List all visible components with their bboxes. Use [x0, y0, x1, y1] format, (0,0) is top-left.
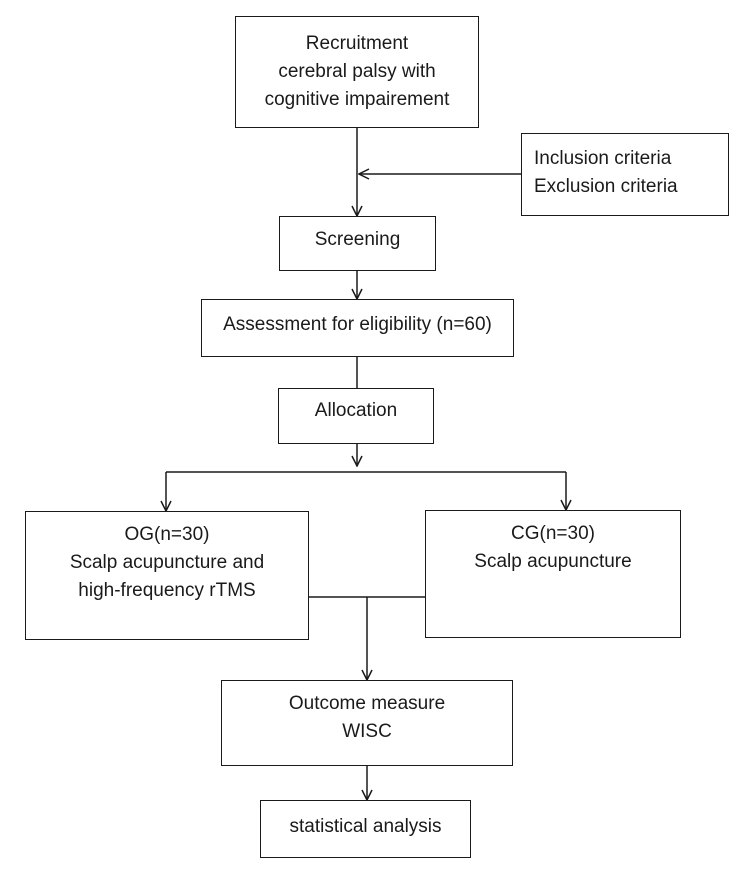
- outcome-line-1: Outcome measure: [288, 693, 446, 714]
- recruitment-line-3: cognitive impairement: [264, 89, 450, 110]
- assessment-label: Assessment for eligibility (n=60): [223, 314, 492, 335]
- allocation-label: Allocation: [314, 400, 398, 421]
- cg-line-1: CG(n=30): [511, 523, 595, 544]
- assessment-box: Assessment for eligibility (n=60): [201, 299, 514, 357]
- criteria-line-1: Inclusion criteria: [534, 148, 672, 169]
- recruitment-line-2: cerebral palsy with: [278, 61, 436, 82]
- outcome-box: Outcome measure WISC: [221, 680, 513, 766]
- og-line-3: high-frequency rTMS: [78, 580, 256, 601]
- cg-box: CG(n=30) Scalp acupuncture: [425, 510, 681, 638]
- cg-line-2: Scalp acupuncture: [474, 551, 632, 572]
- screening-label: Screening: [314, 229, 401, 250]
- screening-box: Screening: [279, 216, 436, 271]
- og-line-1: OG(n=30): [124, 524, 210, 545]
- criteria-line-2: Exclusion criteria: [534, 176, 678, 197]
- recruitment-line-1: Recruitment: [305, 33, 409, 54]
- analysis-box: statistical analysis: [260, 800, 471, 858]
- og-line-2: Scalp acupuncture and: [69, 552, 265, 573]
- analysis-label: statistical analysis: [289, 816, 442, 837]
- criteria-box: Inclusion criteria Exclusion criteria: [521, 133, 729, 216]
- allocation-box: Allocation: [278, 388, 434, 444]
- outcome-line-2: WISC: [342, 721, 392, 742]
- recruitment-box: Recruitment cerebral palsy with cognitiv…: [235, 16, 479, 128]
- og-box: OG(n=30) Scalp acupuncture and high-freq…: [25, 511, 309, 640]
